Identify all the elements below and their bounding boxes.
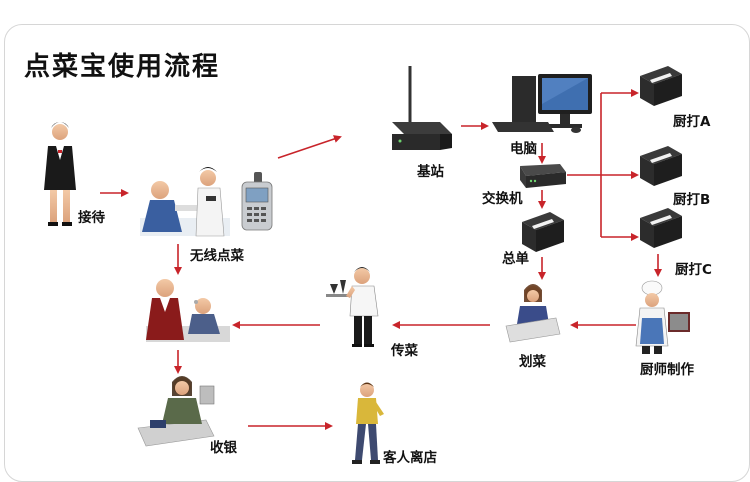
computer-illustration xyxy=(492,74,592,133)
handheld-terminal-illustration xyxy=(241,172,273,231)
label-wireless-order: 无线点菜 xyxy=(190,248,244,264)
label-reception: 接待 xyxy=(78,210,105,226)
label-dish-marking: 划菜 xyxy=(519,354,546,370)
label-switch: 交换机 xyxy=(482,191,523,207)
label-chef: 厨师制作 xyxy=(640,362,694,378)
diagram-title: 点菜宝使用流程 xyxy=(24,52,221,82)
label-kitchen-a: 厨打A xyxy=(673,114,711,130)
label-base-station: 基站 xyxy=(417,164,444,180)
cashier-illustration xyxy=(137,376,215,447)
label-computer: 电脑 xyxy=(510,141,537,157)
ordering-illustration xyxy=(140,167,230,237)
guest-illustration xyxy=(352,382,384,464)
label-main-printer: 总单 xyxy=(502,251,529,267)
label-guest-leaves: 客人离店 xyxy=(383,450,437,466)
main-printer-illustration xyxy=(522,212,564,252)
kitchen-printer-b-illustration xyxy=(640,146,682,186)
switch-illustration xyxy=(520,164,566,188)
flow-arrows xyxy=(100,89,662,430)
label-kitchen-b: 厨打B xyxy=(673,192,711,208)
waiter-illustration xyxy=(326,267,379,347)
label-kitchen-c: 厨打C xyxy=(675,262,712,278)
chef-illustration xyxy=(635,280,690,354)
hostess-illustration xyxy=(44,122,76,226)
label-checkout: 收银 xyxy=(210,440,237,456)
kitchen-printer-a-illustration xyxy=(640,66,682,106)
dining-illustration xyxy=(146,279,230,342)
base-station-illustration xyxy=(392,66,452,150)
label-serving: 传菜 xyxy=(391,343,418,359)
arrow-order-to-base xyxy=(277,135,342,159)
kitchen-printer-c-illustration xyxy=(640,208,682,248)
dish-marking-illustration xyxy=(505,284,561,343)
